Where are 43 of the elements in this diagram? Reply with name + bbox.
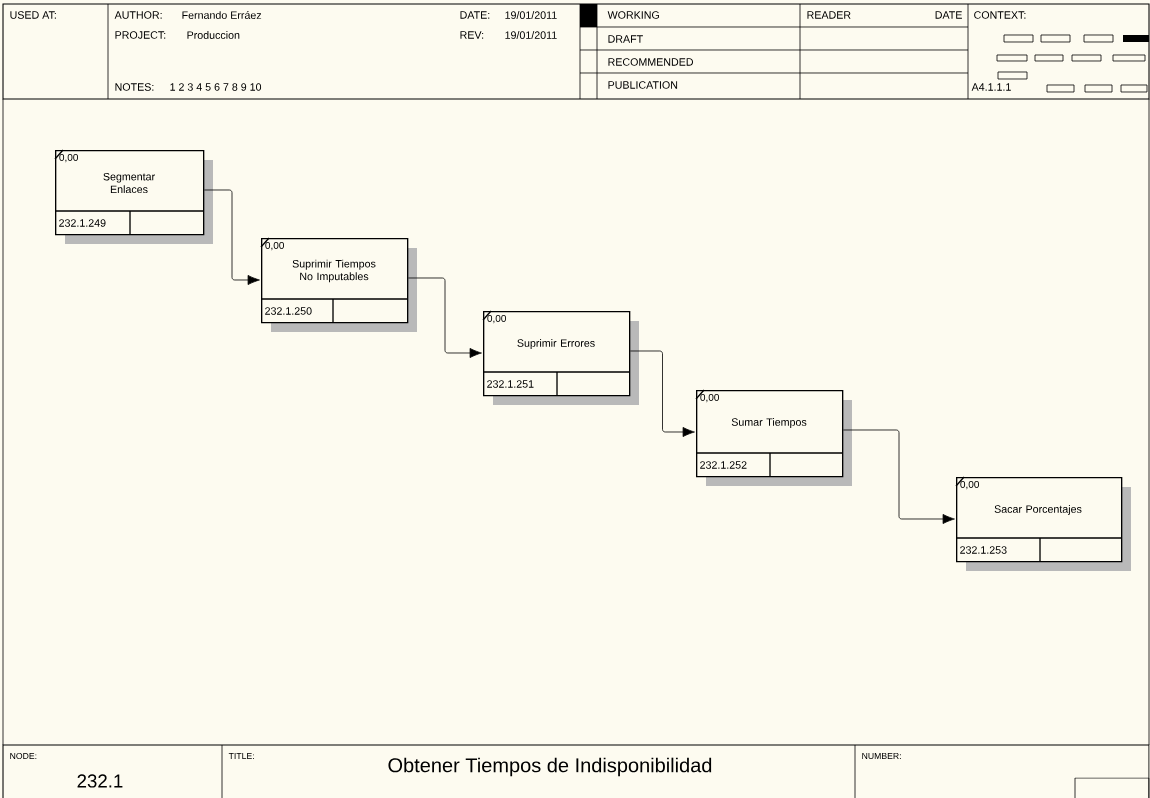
field-label: NODE:	[10, 752, 37, 760]
node-number: 232.1.253	[960, 546, 1007, 554]
arrow	[842, 429, 955, 524]
activity-name: Suprimir Tiempos No Imputables	[292, 259, 376, 283]
field-label: DRAFT	[608, 35, 643, 43]
field-label: CONTEXT:	[974, 11, 1026, 19]
field-label: 19/01/2011	[505, 31, 557, 39]
field-label: 1 2 3 4 5 6 7 8 9 10	[170, 83, 262, 91]
field-label: REV:	[460, 31, 484, 39]
activity-name: Segmentar Enlaces	[103, 172, 155, 194]
field-label: Fernando Erráez	[182, 11, 262, 19]
cost-label: 0,00	[960, 480, 979, 490]
field-label: AUTHOR:	[114, 11, 162, 19]
field-label: 19/01/2011	[505, 11, 557, 19]
activity-name: Sacar Porcentajes	[994, 505, 1082, 515]
node-number: 232.1.249	[59, 219, 106, 227]
field-label: RECOMMENDED	[608, 58, 693, 66]
arrow	[629, 350, 695, 437]
cost-label: 0,00	[265, 241, 284, 251]
field-label: Produccion	[187, 31, 240, 39]
field-label: DATE	[935, 11, 962, 19]
cost-label: 0,00	[487, 314, 506, 324]
node-number: 232.1.250	[265, 307, 312, 315]
diagram-title: Obtener Tiempos de Indisponibilidad	[388, 757, 712, 777]
field-label: WORKING	[607, 11, 659, 19]
field-label: NUMBER:	[862, 752, 901, 759]
field-label: PUBLICATION	[608, 81, 678, 89]
field-label: DATE:	[460, 11, 490, 19]
activity-name: Suprimir Errores	[517, 339, 595, 349]
field-label: TITLE:	[228, 753, 254, 759]
cost-label: 0,00	[59, 153, 78, 163]
activity-name: Sumar Tiempos	[731, 418, 807, 428]
field-label: NOTES:	[115, 83, 154, 91]
field-label: 232.1	[77, 774, 123, 788]
field-label: A4.1.1.1	[971, 83, 1011, 91]
field-label: USED AT:	[10, 11, 56, 19]
node-number: 232.1.252	[700, 461, 747, 469]
arrow	[203, 189, 260, 285]
cost-label: 0,00	[700, 393, 719, 403]
field-label: PROJECT:	[115, 31, 166, 39]
node-number: 232.1.251	[487, 380, 534, 388]
field-label: READER	[807, 11, 851, 19]
arrow	[407, 277, 482, 358]
